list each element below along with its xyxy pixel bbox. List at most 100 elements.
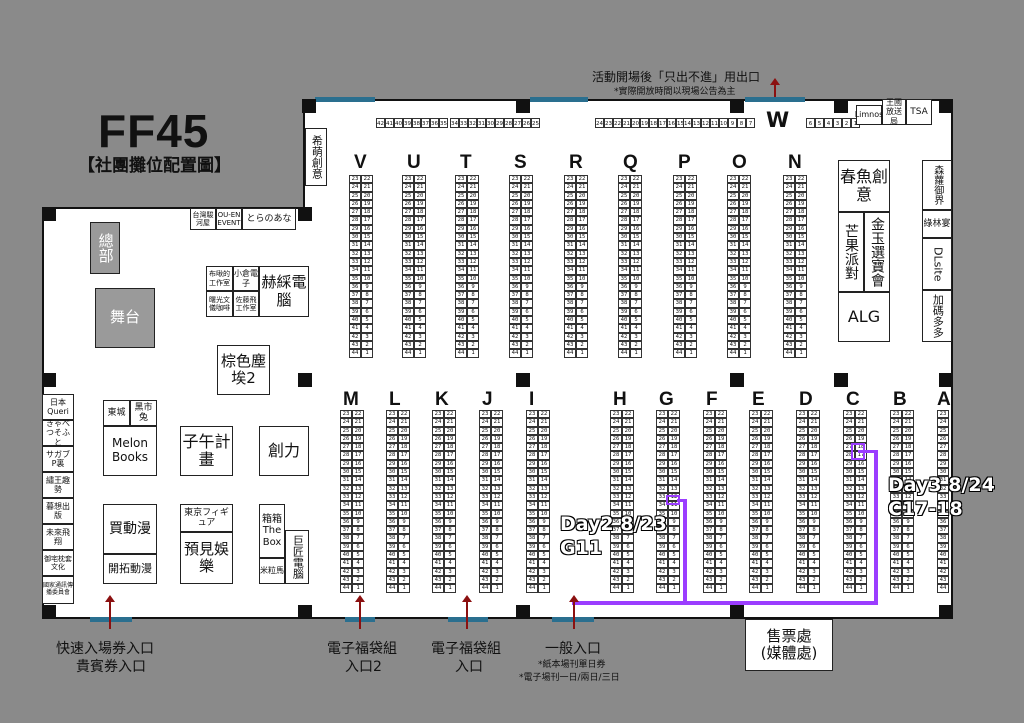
booth-cell[interactable]: 40 [749,551,761,560]
booth-cell[interactable]: 30 [526,468,538,477]
booth-cell[interactable]: 24 [749,418,761,427]
booth-cell[interactable]: 10 [795,274,807,283]
booth-cell[interactable]: 6 [622,542,634,552]
booth-cell[interactable]: 10 [685,274,697,283]
booth-cell[interactable]: 10 [467,274,479,283]
booth-cell[interactable]: 31 [673,241,685,250]
booth-hechai[interactable]: 赫綵電腦 [259,266,309,317]
booth-cell[interactable]: 5 [761,551,773,560]
booth-cell[interactable]: 14 [538,476,550,485]
booth-cell[interactable]: 20 [715,426,727,435]
booth-cell[interactable]: 10 [739,274,751,283]
booth-cell[interactable]: 23 [340,410,352,419]
booth-cell[interactable]: 34 [783,266,795,275]
top-booth-number[interactable]: 33 [459,118,468,128]
booth-cell[interactable]: 18 [795,208,807,217]
booth-cell[interactable]: 31 [479,476,491,485]
booth-cell[interactable]: 26 [479,434,491,444]
booth-cell[interactable]: 10 [491,509,503,518]
booth-cell[interactable]: 43 [386,575,398,585]
booth-cell[interactable]: 19 [761,434,773,444]
booth-cell[interactable]: 44 [455,349,467,358]
booth-cell[interactable]: 42 [349,332,361,341]
booth-cell[interactable]: 35 [509,274,521,283]
booth-cell[interactable]: 8 [361,291,373,300]
booth-cell[interactable]: 15 [352,468,364,477]
booth-cell[interactable]: 23 [526,410,538,419]
booth-cell[interactable]: 27 [340,443,352,452]
booth-cell[interactable]: 2 [685,340,697,350]
booth-cell[interactable]: 35 [749,509,761,518]
booth-cell[interactable]: 22 [715,410,727,419]
booth-cell[interactable]: 24 [455,183,467,192]
booth-cell[interactable]: 43 [727,340,739,350]
booth-cell[interactable]: 17 [352,451,364,460]
booth-cell[interactable]: 9 [855,517,867,527]
booth-cell[interactable]: 28 [432,451,444,460]
booth-cell[interactable]: 44 [749,584,761,593]
booth-cell[interactable]: 5 [538,551,550,560]
booth-cell[interactable]: 15 [467,233,479,242]
booth-cell[interactable]: 35 [402,274,414,283]
booth-cell[interactable]: 11 [491,501,503,510]
booth-cell[interactable]: 36 [386,517,398,527]
booth-cell[interactable]: 43 [673,340,685,350]
booth-cell[interactable]: 9 [361,282,373,292]
booth-cell[interactable]: 2 [361,340,373,350]
booth-cell[interactable]: 24 [402,183,414,192]
booth-cell[interactable]: 20 [538,426,550,435]
booth-cell[interactable]: 26 [796,434,808,444]
booth-cell[interactable]: 15 [538,468,550,477]
booth-cell[interactable]: 11 [467,266,479,275]
booth-cell[interactable]: 38 [890,534,902,543]
booth-cell[interactable]: 33 [509,257,521,267]
booth-cell[interactable]: 5 [808,551,820,560]
booth-cell[interactable]: 42 [564,332,576,341]
booth-cell[interactable]: 29 [455,224,467,234]
booth-cell[interactable]: 14 [761,476,773,485]
booth-cell[interactable]: 38 [564,299,576,308]
booth-cell[interactable]: 20 [622,426,634,435]
booth-cell[interactable]: 3 [576,332,588,341]
booth-cell[interactable]: 18 [668,443,680,452]
booth-cell[interactable]: 25 [656,426,668,435]
booth-cell[interactable]: 29 [610,459,622,469]
booth-cell[interactable]: 15 [398,468,410,477]
booth-cell[interactable]: 1 [622,584,634,593]
booth-cell[interactable]: 38 [618,299,630,308]
booth-cell[interactable]: 23 [843,410,855,419]
booth-cell[interactable]: 26 [509,199,521,209]
booth-cell[interactable]: 14 [715,476,727,485]
booth-cell[interactable]: 13 [622,484,634,493]
booth-cell[interactable]: 44 [386,584,398,593]
booth-cell[interactable]: 27 [796,443,808,452]
booth-cell[interactable]: 31 [937,476,949,485]
booth-lvlin[interactable]: 綠林宴 [922,210,952,238]
booth-cell[interactable]: 40 [386,551,398,560]
booth-melon[interactable]: Melon Books [103,426,157,476]
booth-cell[interactable]: 10 [444,509,456,518]
booth-cell[interactable]: 37 [703,526,715,535]
booth-xiaocang[interactable]: 小倉電子 [233,266,259,291]
booth-cell[interactable]: 31 [618,241,630,250]
booth-cell[interactable]: 20 [855,426,867,435]
booth-cell[interactable]: 30 [703,468,715,477]
booth-cell[interactable]: 40 [479,551,491,560]
booth-cell[interactable]: 16 [622,459,634,469]
booth-cell[interactable]: 39 [703,542,715,552]
booth-cell[interactable]: 39 [340,542,352,552]
booth-cell[interactable]: 4 [576,324,588,333]
booth-cell[interactable]: 34 [349,266,361,275]
booth-cell[interactable]: 41 [890,559,902,568]
booth-cell[interactable]: 1 [855,584,867,593]
booth-cell[interactable]: 15 [668,468,680,477]
booth-dongjing[interactable]: 東京フィギュア [180,504,233,532]
booth-cell[interactable]: 28 [618,216,630,225]
booth-cell[interactable]: 13 [491,484,503,493]
booth-cell[interactable]: 37 [386,526,398,535]
booth-cell[interactable]: 16 [630,224,642,234]
booth-cell[interactable]: 24 [890,418,902,427]
booth-cell[interactable]: 35 [843,509,855,518]
booth-cell[interactable]: 1 [739,349,751,358]
booth-cell[interactable]: 40 [610,551,622,560]
